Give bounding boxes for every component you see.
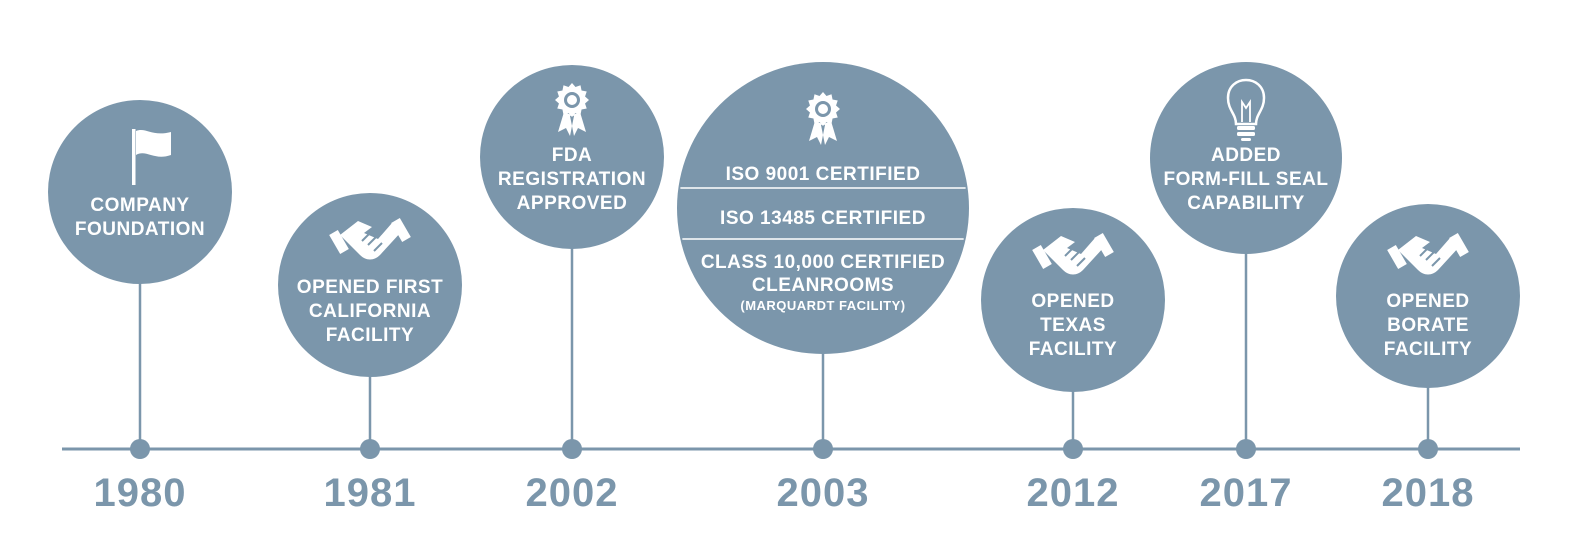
award-ribbon-icon [806, 92, 840, 145]
year-label: 2002 [526, 471, 619, 515]
event-description: OPENED [1386, 291, 1469, 312]
axis-marker [813, 439, 833, 459]
event-description: TEXAS [1040, 315, 1106, 336]
axis-marker [360, 439, 380, 459]
event-description: REGISTRATION [498, 169, 646, 190]
year-label: 2012 [1027, 471, 1120, 515]
award-ribbon-icon [555, 83, 589, 136]
event-description: BORATE [1387, 315, 1469, 336]
axis-marker [130, 439, 150, 459]
event-circle [480, 65, 664, 249]
event-description: CAPABILITY [1187, 193, 1305, 214]
certification-note: (MARQUARDT FACILITY) [740, 298, 905, 313]
certification-text: ISO 9001 CERTIFIED [726, 164, 921, 185]
year-label: 1981 [324, 471, 417, 515]
event-circle [48, 100, 232, 284]
axis-marker [1418, 439, 1438, 459]
lightbulb-icon [1226, 78, 1266, 141]
handshake-icon [1032, 232, 1114, 275]
axis-marker [562, 439, 582, 459]
event-description: FDA [552, 145, 593, 166]
year-label: 2018 [1382, 471, 1475, 515]
event-description: COMPANY [90, 195, 189, 216]
certification-text: ISO 13485 CERTIFIED [720, 208, 926, 229]
event-description: OPENED FIRST [297, 277, 443, 298]
flag-icon [132, 129, 171, 185]
handshake-icon [1387, 232, 1469, 275]
event-description: APPROVED [517, 193, 628, 214]
handshake-icon [329, 217, 411, 260]
event-description: FACILITY [1029, 339, 1117, 360]
certification-text: CLEANROOMS [752, 275, 894, 296]
timeline-event-1981: OPENED FIRST CALIFORNIA FACILITY 1981 [278, 193, 462, 515]
event-circle [1336, 204, 1520, 388]
timeline-event-1980: COMPANY FOUNDATION 1980 [48, 100, 232, 515]
event-description: FORM-FILL SEAL [1164, 169, 1329, 190]
timeline-event-2018: OPENED BORATE FACILITY 2018 [1336, 204, 1520, 515]
timeline-event-2017: ADDED FORM-FILL SEAL CAPABILITY 2017 [1150, 62, 1342, 515]
event-description: FOUNDATION [75, 219, 205, 240]
event-circle [677, 62, 969, 354]
event-circle [278, 193, 462, 377]
event-description: ADDED [1211, 145, 1281, 166]
axis-marker [1063, 439, 1083, 459]
event-circle [1150, 62, 1342, 254]
certification-text: CLASS 10,000 CERTIFIED [701, 252, 945, 273]
year-label: 1980 [94, 471, 187, 515]
timeline-event-2012: OPENED TEXAS FACILITY 2012 [981, 208, 1165, 515]
timeline-event-2003: ISO 9001 CERTIFIED ISO 13485 CERTIFIED CLA… [677, 62, 969, 515]
event-description: FACILITY [326, 325, 414, 346]
timeline-event-2002: FDA REGISTRATION APPROVED 2002 [480, 65, 664, 515]
year-label: 2017 [1200, 471, 1293, 515]
event-description: FACILITY [1384, 339, 1472, 360]
year-label: 2003 [777, 471, 870, 515]
event-circle [981, 208, 1165, 392]
axis-marker [1236, 439, 1256, 459]
event-description: OPENED [1031, 291, 1114, 312]
event-description: CALIFORNIA [309, 301, 431, 322]
